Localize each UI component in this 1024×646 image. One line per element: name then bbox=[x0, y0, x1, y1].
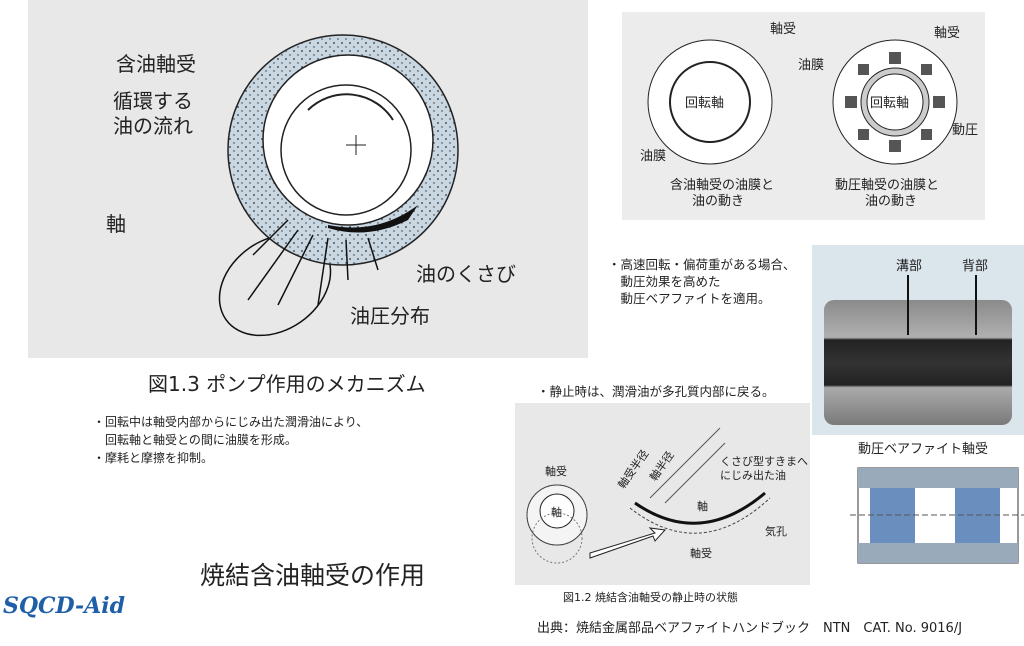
label-shaft: 軸 bbox=[106, 212, 126, 236]
left-bearing-label: 軸受 bbox=[770, 22, 797, 37]
wedge-label-1: くさび型すきまへ bbox=[720, 455, 808, 468]
groove-arrow bbox=[907, 275, 909, 335]
label-oil-wedge: 油のくさび bbox=[416, 262, 516, 286]
right-caption-2: 油の動き bbox=[865, 194, 918, 209]
label-flow-1: 循環する bbox=[113, 89, 193, 113]
bullet: 動圧効果を高めた bbox=[608, 274, 721, 289]
small-shaft-label: 軸 bbox=[551, 506, 562, 519]
fig13-panel: 含油軸受 循環する 油の流れ 軸 油のくさび 油圧分布 bbox=[28, 0, 588, 358]
left-bullets: ・回転中は軸受内部からにじみ出た潤滑油により、 回転軸と軸受との間に油膜を形成。… bbox=[93, 413, 368, 467]
groove-label: 溝部 bbox=[896, 259, 923, 274]
bullet: 回転軸と軸受との間に油膜を形成。 bbox=[93, 433, 297, 447]
right-pressure-label: 動圧 bbox=[952, 123, 979, 138]
back-label: 背部 bbox=[962, 259, 989, 274]
bullet: ・高速回転・偏荷重がある場合、 bbox=[608, 257, 796, 272]
logo: SQCD-Aid bbox=[3, 593, 125, 619]
bullet: 動圧ベアファイトを適用。 bbox=[608, 291, 771, 306]
back-arrow bbox=[975, 275, 977, 335]
shaft-label: 軸 bbox=[697, 500, 708, 513]
page-title: 焼結含油軸受の作用 bbox=[200, 561, 426, 590]
left-shaft-label: 回転軸 bbox=[685, 96, 725, 111]
pump-mechanism-diagram bbox=[218, 34, 459, 337]
bullet: ・摩耗と摩擦を抑制。 bbox=[93, 451, 214, 465]
fig12-panel: 軸受半径 軸半径 くさび型すきまへ にじみ出た油 軸受 軸 軸 気孔 軸受 bbox=[515, 403, 810, 585]
static-state-diagram bbox=[526, 427, 771, 564]
right-shaft-label: 回転軸 bbox=[870, 96, 910, 111]
right-bullets: ・高速回転・偏荷重がある場合、 動圧効果を高めた 動圧ベアファイトを適用。 bbox=[608, 256, 796, 307]
label-bearing: 含油軸受 bbox=[116, 52, 196, 76]
oil-film-diagram bbox=[647, 39, 958, 165]
left-caption-1: 含油軸受の油膜と bbox=[670, 178, 775, 193]
wedge-label-2: にじみ出た油 bbox=[720, 469, 786, 482]
bearing-photo bbox=[824, 300, 1012, 425]
bearing-label: 軸受 bbox=[690, 547, 712, 560]
label-oil-pressure: 油圧分布 bbox=[350, 304, 430, 328]
fig13-caption: 図1.3 ポンプ作用のメカニズム bbox=[148, 372, 426, 396]
photo-panel: 溝部 背部 bbox=[812, 245, 1024, 435]
right-caption-1: 動圧軸受の油膜と bbox=[835, 178, 940, 193]
right-bearing-label: 軸受 bbox=[934, 26, 961, 41]
left-film-label: 油膜 bbox=[640, 149, 667, 164]
left-caption-2: 油の動き bbox=[692, 194, 745, 209]
pore-label: 気孔 bbox=[765, 525, 787, 538]
bullet: ・回転中は軸受内部からにじみ出た潤滑油により、 bbox=[93, 415, 369, 429]
bearing-cross-section bbox=[850, 467, 1024, 564]
static-note: ・静止時は、潤滑油が多孔質内部に戻る。 bbox=[537, 384, 775, 399]
oil-film-panel: 軸受 回転軸 油膜 含油軸受の油膜と 油の動き 軸受 油膜 回転軸 動圧 動圧軸… bbox=[622, 12, 985, 220]
right-film-label: 油膜 bbox=[798, 58, 825, 73]
label-flow-2: 油の流れ bbox=[113, 114, 193, 138]
small-bearing-label: 軸受 bbox=[545, 465, 567, 478]
fig12-caption: 図1.2 焼結含油軸受の静止時の状態 bbox=[563, 591, 738, 604]
source-citation: 出典：焼結金属部品ベアファイトハンドブック NTN CAT. No. 9016/… bbox=[537, 621, 963, 636]
photo-caption: 動圧ベアファイト軸受 bbox=[858, 442, 989, 457]
